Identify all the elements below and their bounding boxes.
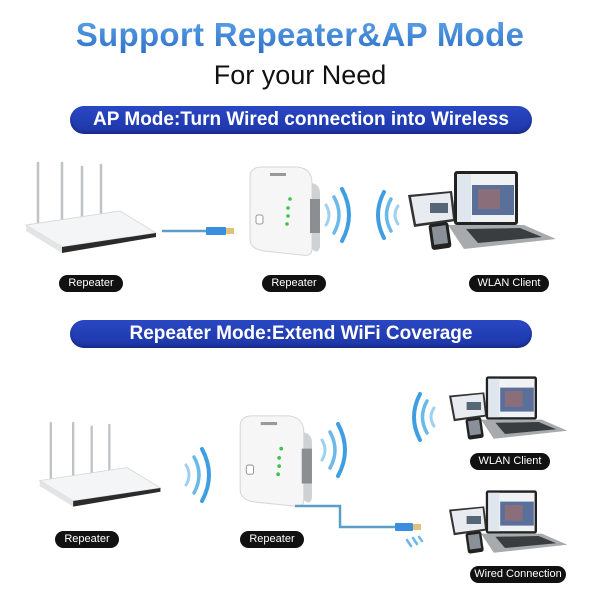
label-wired-connection: Wired Connection (470, 566, 566, 583)
wifi-signal-icon (324, 187, 351, 243)
wifi-signal-icon (376, 190, 400, 240)
repeater-mode-banner: Repeater Mode:Extend WiFi Coverage (70, 320, 532, 348)
laptop-tablet-phone-icon (408, 171, 556, 250)
label-wlan-client: WLAN Client (469, 275, 549, 292)
repeater-icon (239, 415, 312, 507)
ethernet-cable-icon (162, 227, 234, 235)
wifi-signal-icon (405, 535, 424, 548)
page-title: Support Repeater&AP Mode (0, 16, 600, 54)
label-router: Repeater (59, 275, 123, 292)
label-wlan-client: WLAN Client (470, 453, 550, 470)
label-repeater: Repeater (262, 275, 326, 292)
repeater-icon (249, 166, 320, 256)
wifi-signal-icon (184, 447, 211, 503)
laptop-tablet-phone-icon (449, 376, 568, 440)
ethernet-cable-icon (295, 504, 421, 531)
router-icon (38, 421, 162, 507)
page-subtitle: For your Need (213, 60, 387, 90)
router-icon (24, 161, 158, 253)
wifi-signal-icon (412, 392, 436, 442)
wifi-signal-icon (320, 422, 347, 478)
laptop-tablet-phone-icon (449, 490, 568, 554)
label-router: Repeater (55, 531, 119, 548)
ap-mode-banner: AP Mode:Turn Wired connection into Wirel… (70, 106, 532, 134)
label-repeater: Repeater (240, 531, 304, 548)
